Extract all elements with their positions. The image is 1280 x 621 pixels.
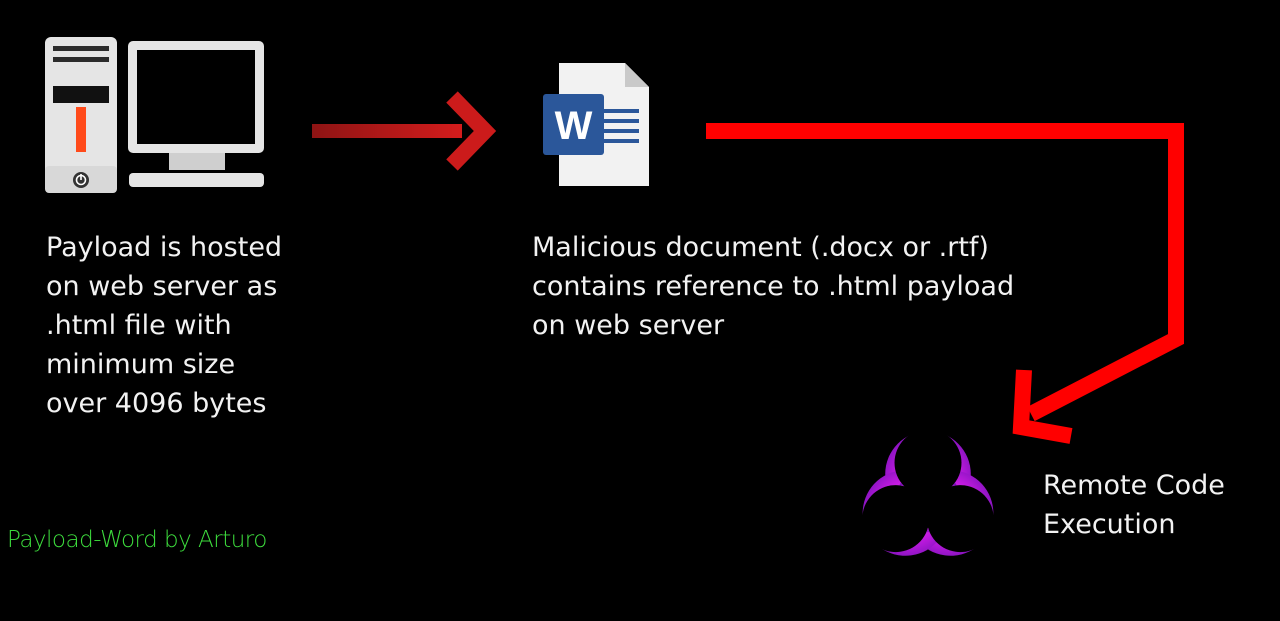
word-letter: W — [555, 104, 593, 148]
caption-line: on web server as — [46, 271, 278, 302]
caption-line: minimum size — [46, 349, 236, 380]
biohazard-icon — [847, 431, 1009, 572]
server-caption: Payload is hosted on web server as .html… — [46, 228, 282, 423]
monitor-icon — [128, 41, 264, 187]
word-document-icon: W — [543, 63, 649, 186]
execution-caption: Remote Code Execution — [1043, 466, 1225, 544]
caption-line: Execution — [1043, 509, 1176, 540]
caption-line: Remote Code — [1043, 470, 1225, 501]
document-caption: Malicious document (.docx or .rtf) conta… — [532, 228, 1014, 345]
caption-line: over 4096 bytes — [46, 388, 267, 419]
author-credit: Payload-Word by Arturo — [7, 527, 267, 553]
caption-line: on web server — [532, 310, 725, 341]
web-server-icon — [45, 37, 117, 193]
caption-line: Malicious document (.docx or .rtf) — [532, 232, 989, 263]
caption-line: contains reference to .html payload — [532, 271, 1015, 302]
caption-line: .html file with — [46, 310, 232, 341]
caption-line: Payload is hosted — [46, 232, 283, 263]
arrow-server-to-document — [312, 91, 497, 171]
arrow-document-to-execution — [706, 123, 1184, 444]
